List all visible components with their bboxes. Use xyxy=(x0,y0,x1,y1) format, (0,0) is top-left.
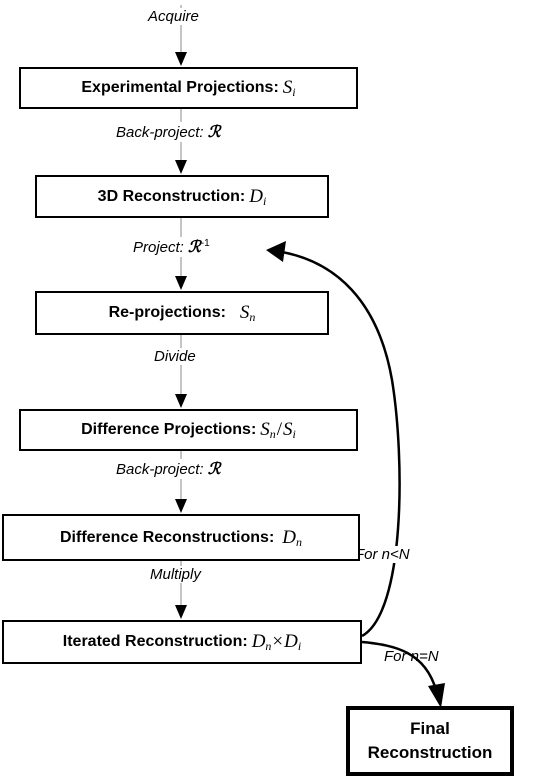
box-difference-projections: Difference Projections: Sn/Si xyxy=(19,409,358,451)
final-line-2: Reconstruction xyxy=(367,743,493,762)
box-re-projections: Re-projections: Sn xyxy=(35,291,329,335)
final-line-1: Final xyxy=(410,719,450,738)
inverse-radon-operator: ℛ xyxy=(188,239,201,256)
box-experimental-projections: Experimental Projections: Si xyxy=(19,67,358,109)
symbol-dn-times-di: Dn×Di xyxy=(251,631,302,653)
label-project: Project: ℛ-1 xyxy=(131,237,212,257)
label-multiply: Multiply xyxy=(148,566,203,583)
box-final-reconstruction: Final Reconstruction xyxy=(346,706,514,776)
loop-curve xyxy=(281,250,401,638)
arrow-multiply-head xyxy=(175,605,187,619)
symbol-di: Di xyxy=(249,185,267,208)
symbol-sn: Sn xyxy=(239,302,256,324)
arrow-backproject-1-head xyxy=(175,160,187,174)
box-iterated-reconstruction: Iterated Reconstruction: Dn×Di xyxy=(2,620,362,664)
exit-arrow-head xyxy=(428,683,445,708)
arrow-backproject-2-head xyxy=(175,499,187,513)
label-loop: For n<N xyxy=(353,546,412,563)
symbol-si: Si xyxy=(282,77,296,99)
arrow-acquire-head xyxy=(175,52,187,66)
box-difference-reconstructions: Difference Reconstructions: Dn xyxy=(2,514,360,561)
symbol-dn: Dn xyxy=(282,526,302,549)
arrow-divide-head xyxy=(175,394,187,408)
loop-arrow-head xyxy=(266,241,286,262)
symbol-sn-over-si: Sn/Si xyxy=(260,419,296,441)
radon-operator-2: ℛ xyxy=(207,461,221,478)
box-3d-reconstruction: 3D Reconstruction: Di xyxy=(35,175,329,218)
radon-operator: ℛ xyxy=(207,124,221,141)
label-exit: For n=N xyxy=(384,648,439,665)
exit-curve xyxy=(361,640,438,691)
label-backproject-2: Back-project: ℛ xyxy=(114,459,223,479)
label-acquire: Acquire xyxy=(146,8,201,25)
label-backproject-1: Back-project: ℛ xyxy=(114,122,223,142)
label-divide: Divide xyxy=(152,348,198,365)
arrow-project-head xyxy=(175,276,187,290)
